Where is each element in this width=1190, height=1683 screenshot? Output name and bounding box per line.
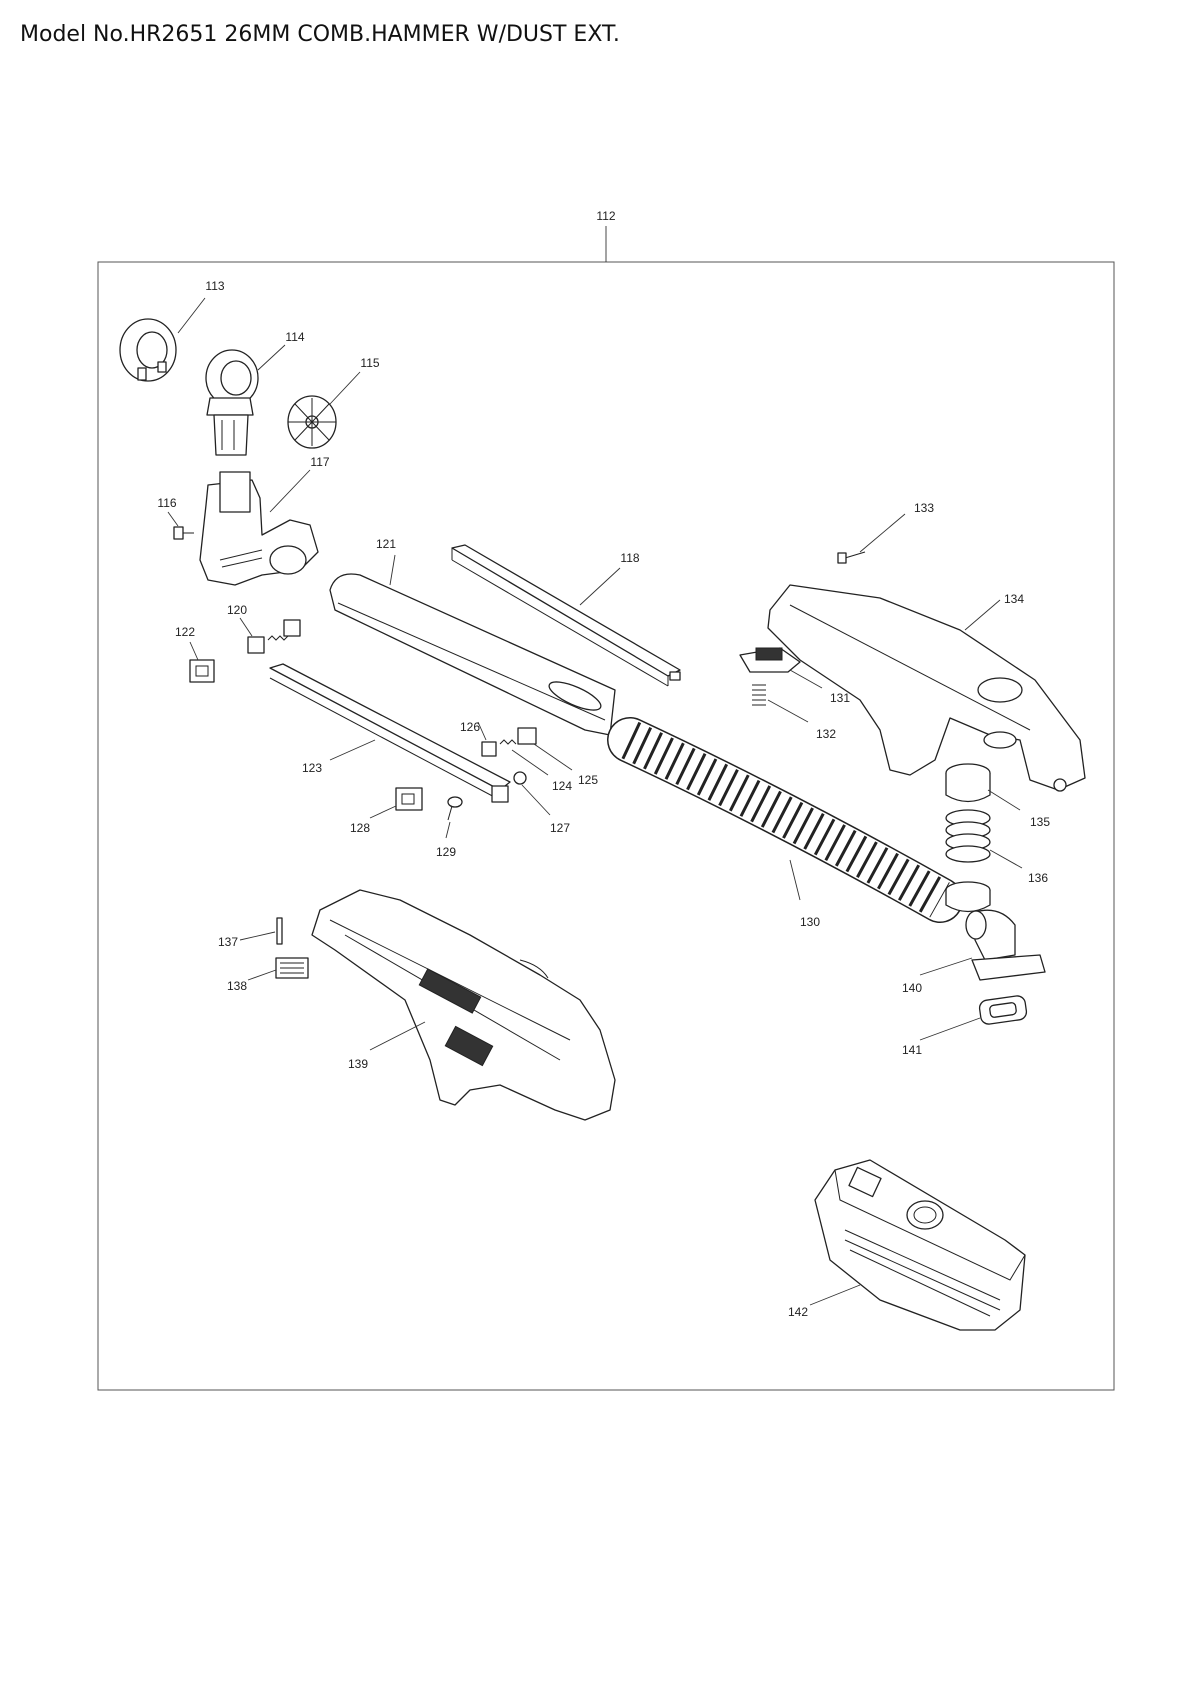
part-138-filter[interactable] bbox=[275, 957, 309, 979]
part-113-ring[interactable] bbox=[119, 318, 177, 382]
label-139: 139 bbox=[348, 1057, 368, 1071]
label-129: 129 bbox=[436, 845, 456, 859]
label-123: 123 bbox=[302, 761, 322, 775]
label-132: 132 bbox=[816, 727, 836, 741]
label-138: 138 bbox=[227, 979, 247, 993]
part-135-cap[interactable] bbox=[945, 763, 991, 803]
label-122: 122 bbox=[175, 625, 195, 639]
part-131-button[interactable] bbox=[739, 647, 801, 673]
part-125-plate[interactable] bbox=[517, 727, 537, 745]
label-120: 120 bbox=[227, 603, 247, 617]
label-115: 115 bbox=[360, 356, 379, 370]
label-142: 142 bbox=[788, 1305, 808, 1319]
label-118: 118 bbox=[620, 551, 639, 565]
label-130: 130 bbox=[800, 915, 820, 929]
part-118-rail[interactable] bbox=[451, 544, 681, 687]
part-114-adapter[interactable] bbox=[205, 349, 259, 456]
part-117-nozzle-body[interactable] bbox=[199, 471, 319, 586]
label-124: 124 bbox=[552, 779, 572, 793]
page-title: Model No.HR2651 26MM COMB.HAMMER W/DUST … bbox=[20, 22, 620, 47]
label-125: 125 bbox=[578, 773, 598, 787]
part-134-housing[interactable] bbox=[767, 584, 1086, 792]
part-121-tube[interactable] bbox=[329, 573, 616, 736]
part-130-hose[interactable] bbox=[607, 717, 963, 923]
part-115-disc[interactable] bbox=[287, 395, 337, 449]
part-123-rail[interactable] bbox=[269, 663, 511, 803]
label-133: 133 bbox=[914, 501, 934, 515]
label-116: 116 bbox=[157, 496, 176, 510]
part-133-screw[interactable] bbox=[837, 551, 866, 564]
label-135: 135 bbox=[1030, 815, 1050, 829]
label-140: 140 bbox=[902, 981, 922, 995]
label-141: 141 bbox=[902, 1043, 922, 1057]
label-131: 131 bbox=[830, 691, 850, 705]
part-129-screw[interactable] bbox=[447, 796, 463, 821]
part-127-nut[interactable] bbox=[513, 771, 527, 785]
label-121: 121 bbox=[376, 537, 396, 551]
part-122-cap[interactable] bbox=[189, 659, 215, 683]
part-139-main-housing[interactable] bbox=[311, 889, 616, 1121]
part-140-elbow[interactable] bbox=[965, 909, 1046, 981]
label-128: 128 bbox=[350, 821, 370, 835]
part-136-bellows[interactable] bbox=[945, 809, 991, 913]
label-117: 117 bbox=[310, 455, 329, 469]
part-128-cap[interactable] bbox=[395, 787, 423, 811]
part-120-switch[interactable] bbox=[247, 619, 301, 654]
part-141-gasket[interactable] bbox=[978, 995, 1028, 1025]
label-137: 137 bbox=[218, 935, 238, 949]
part-142-dust-case[interactable] bbox=[814, 1159, 1026, 1331]
label-114: 114 bbox=[285, 330, 304, 344]
part-116-screw[interactable] bbox=[173, 526, 194, 540]
part-137-pin[interactable] bbox=[276, 917, 283, 945]
label-136: 136 bbox=[1028, 871, 1048, 885]
label-113: 113 bbox=[205, 279, 224, 293]
label-126: 126 bbox=[460, 720, 480, 734]
part-124-spring[interactable] bbox=[499, 739, 517, 745]
label-127: 127 bbox=[550, 821, 570, 835]
part-132-spring[interactable] bbox=[752, 684, 766, 706]
assembly-label: 112 bbox=[596, 209, 615, 223]
label-134: 134 bbox=[1004, 592, 1024, 606]
part-126-block[interactable] bbox=[481, 741, 497, 757]
